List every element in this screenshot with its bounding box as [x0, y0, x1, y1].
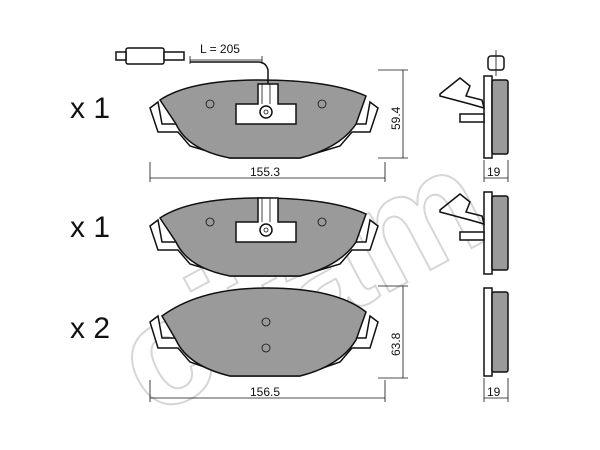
watermark-text: cifam [88, 114, 513, 446]
cable-length-label: L = 205 [200, 42, 240, 56]
pad-front-view-row-2 [149, 197, 379, 277]
pad-side-view-row-2 [439, 191, 509, 275]
pad-front-view-row-1 [149, 79, 379, 159]
pad-side-view-row-3: 19 [483, 287, 509, 402]
pad-front-view-row-3 [149, 287, 379, 377]
width-dimension-row-3: 156.5 [149, 380, 386, 402]
pin-hole [261, 343, 271, 353]
width-value-row-1: 155.3 [250, 165, 280, 179]
sensor-bracket [235, 83, 297, 125]
pin-hole [261, 317, 271, 327]
height-value-row-1: 59.4 [389, 106, 403, 130]
thickness-value-row-3: 19 [487, 385, 501, 399]
pin-hole [317, 99, 327, 109]
width-dimension-row-1: 155.3 [149, 162, 386, 182]
sensor-connector [125, 47, 165, 65]
width-value-row-3: 156.5 [250, 385, 280, 399]
height-dimension-row-3: 63.8 [378, 285, 408, 379]
quantity-label-row-3: x 2 [70, 312, 110, 345]
quantity-label-row-1: x 1 [70, 92, 110, 125]
pad-side-view-row-1: 19 [439, 50, 509, 182]
height-dimension-row-1: 59.4 [378, 69, 408, 159]
watermark: cifam [87, 113, 514, 447]
thickness-value-row-1: 19 [487, 165, 501, 179]
pin-hole [205, 99, 215, 109]
mounting-hole [259, 105, 273, 119]
height-value-row-3: 63.8 [389, 332, 403, 356]
quantity-label-row-2: x 1 [70, 211, 110, 244]
wear-sensor-cable: L = 205 [115, 42, 269, 84]
